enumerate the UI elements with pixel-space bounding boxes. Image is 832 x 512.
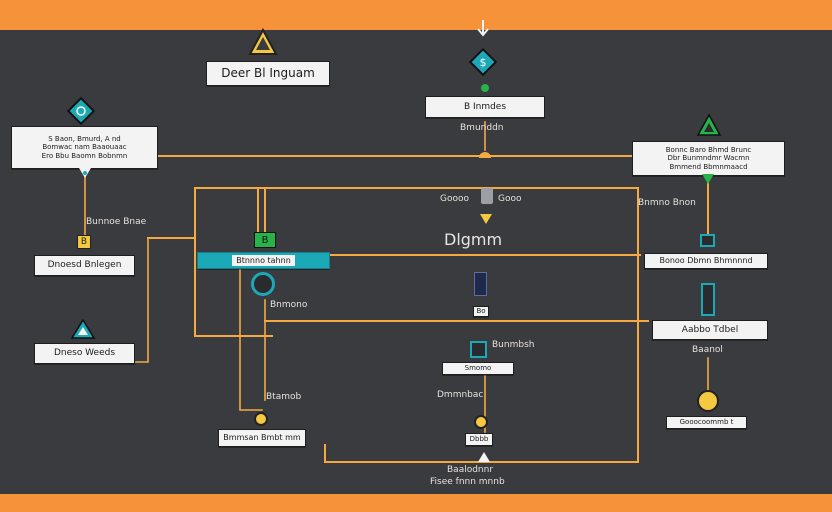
- top-center-box[interactable]: B Inmdes: [425, 96, 545, 118]
- status-dot-icon: [481, 84, 489, 92]
- center-coin-icon: [474, 415, 488, 429]
- right-coin-icon: [697, 390, 719, 412]
- center-caption-2: Gooo: [498, 194, 522, 204]
- arrow-down-icon: [476, 20, 490, 38]
- small-wedge-icon: [480, 214, 492, 224]
- right-box-3-label: Gooocoommb t: [679, 418, 734, 427]
- right-triangle-icon: [696, 113, 722, 137]
- center-square-icon: [470, 341, 487, 358]
- db-icon: [481, 188, 493, 204]
- center-caption-3: Bunmbsh: [492, 340, 535, 350]
- left-caption-3: Btamob: [266, 392, 302, 402]
- right-box-1[interactable]: Bonoo Dbmn Bhmnnnd: [644, 253, 768, 269]
- teal-circle-icon: [251, 272, 275, 296]
- center-box-lower-label: Smomo: [464, 364, 492, 373]
- left-box-2-label: Dneso Weeds: [53, 348, 116, 359]
- center-caption-1: Goooo: [440, 194, 469, 204]
- left-box-lower[interactable]: Bmmsan Bmbt mm: [218, 429, 306, 447]
- center-box-lower[interactable]: Smomo: [442, 362, 514, 375]
- teal-bar-inner: Btnnno tahnn: [232, 254, 295, 267]
- right-box-2[interactable]: Aabbo Tdbel: [652, 320, 768, 340]
- half-circle-icon: [478, 145, 492, 159]
- right-note-text: Bonnc Baro Bhmd Brunc Dbr Bunmndmr Wacmn…: [665, 146, 752, 171]
- header-title: Deer Bl Inguam: [221, 65, 315, 80]
- left-box-2[interactable]: Dneso Weeds: [34, 343, 135, 364]
- left-note-text: S Baon, Bmurd, A nd Bomwac nam Baaouaac …: [41, 135, 128, 160]
- right-caption-1: Bnmno Bnon: [638, 198, 696, 208]
- globe-diamond-icon: [66, 96, 96, 126]
- left-box-1-label: Dnoesd Bnlegen: [47, 260, 122, 271]
- right-note-box[interactable]: Bonnc Baro Bhmd Brunc Dbr Bunmndmr Wacmn…: [632, 141, 785, 176]
- dollar-diamond-icon: $: [468, 47, 498, 77]
- left-caption-1: Bunnoe Bnae: [86, 217, 147, 227]
- left-box-lower-label: Bmmsan Bmbt mm: [223, 433, 301, 443]
- left-triangle-icon: [70, 318, 96, 340]
- node-b-icon: B: [254, 232, 276, 248]
- node-b-label: B: [261, 234, 269, 246]
- center-caption-4: Dmmnbac: [437, 390, 484, 400]
- phone-icon: [474, 272, 487, 296]
- right-box-1-label: Bonoo Dbmn Bhmnnnd: [659, 256, 753, 266]
- bottom-label-1: Baalodnnr: [447, 465, 494, 475]
- center-mini-box-2[interactable]: Dbbb: [465, 433, 493, 446]
- right-box-3[interactable]: Gooocoommb t: [666, 416, 747, 429]
- right-caption-2: Baanol: [692, 345, 723, 355]
- right-square-icon: [700, 234, 715, 247]
- top-center-label: B Inmdes: [463, 101, 507, 112]
- wire-bottom-run: [324, 187, 639, 463]
- right-box-2-label: Aabbo Tdbel: [681, 324, 739, 335]
- bottom-label-2: Fisee fnnn mnnb: [430, 477, 505, 487]
- top-center-caption: Bmunddn: [460, 123, 504, 133]
- left-caption-2: Bnmono: [270, 300, 308, 310]
- teal-bar[interactable]: Btnnno tahnn: [197, 252, 330, 269]
- teal-bar-label: Btnnno tahnn: [236, 255, 291, 265]
- center-db-caption: Bo: [476, 307, 486, 316]
- pin-icon: [77, 166, 93, 182]
- right-pin-icon: [702, 174, 714, 184]
- right-bar-icon: [701, 283, 715, 316]
- folder-icon: B: [77, 235, 91, 249]
- center-mini-box-1[interactable]: Bo: [473, 306, 489, 317]
- svg-text:$: $: [480, 56, 487, 69]
- wire-inner-left-3: [239, 267, 263, 411]
- center-mini-box-label: Dbbb: [469, 435, 489, 444]
- wire-left-stub-down: [135, 237, 149, 363]
- left-box-1[interactable]: Dnoesd Bnlegen: [34, 255, 135, 276]
- diagram-title: Dlgmm: [444, 230, 503, 249]
- warning-triangle-icon: [248, 28, 278, 56]
- inner-coin-icon: [254, 412, 268, 426]
- left-note-box[interactable]: S Baon, Bmurd, A nd Bomwac nam Baaouaac …: [11, 126, 158, 169]
- center-bottom-marker-icon: [478, 452, 490, 462]
- header-title-box[interactable]: Deer Bl Inguam: [206, 61, 330, 86]
